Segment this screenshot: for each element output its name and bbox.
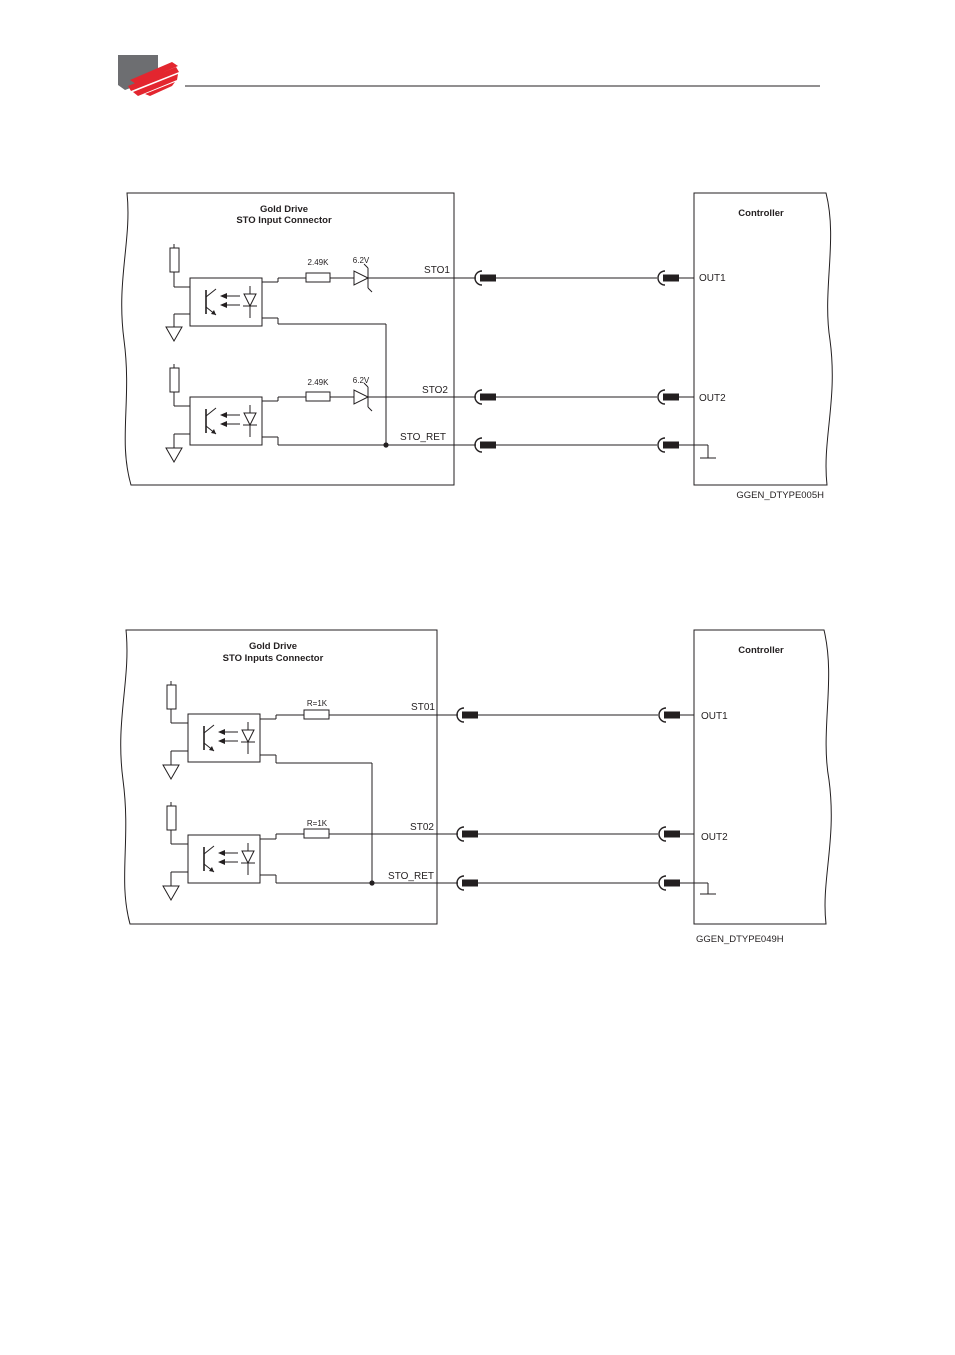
connector-icon: [658, 438, 679, 452]
diagram-2: Gold Drive STO Inputs Connector Controll…: [121, 630, 832, 945]
figure-id-2: GGEN_DTYPE049H: [696, 934, 784, 945]
resistor-icon: [306, 273, 330, 282]
optocoupler-icon: [188, 714, 260, 762]
connector-icon: [457, 827, 478, 841]
signal-st01-label: ST01: [411, 702, 435, 713]
drive-title-1: Gold Drive: [260, 204, 308, 215]
optocoupler-icon: [190, 397, 262, 445]
resistor-label-2: 2.49K: [308, 378, 330, 387]
connector-icon: [659, 827, 680, 841]
connector-icon: [658, 390, 679, 404]
figure-id-1: GGEN_DTYPE005H: [736, 490, 824, 501]
output-out1-label-2: OUT1: [701, 711, 728, 722]
ground-icon: [166, 327, 182, 341]
drive-title-2: Gold Drive: [249, 641, 297, 652]
controller-title-1: Controller: [738, 208, 784, 219]
junction-dot: [369, 880, 374, 885]
resistor-icon: [306, 392, 330, 401]
controller-title-2: Controller: [738, 645, 784, 656]
output-out1-label: OUT1: [699, 273, 726, 284]
connector-icon: [659, 876, 680, 890]
optocoupler-icon: [188, 835, 260, 883]
resistor-icon: [304, 710, 329, 719]
connector-icon: [659, 708, 680, 722]
signal-sto-ret-label-2: STO_RET: [388, 871, 434, 882]
signal-sto-ret-label: STO_RET: [400, 432, 446, 443]
connector-icon: [457, 708, 478, 722]
connector-icon: [658, 271, 679, 285]
optocoupler-icon: [190, 278, 262, 326]
company-logo: [118, 55, 179, 96]
connector-icon: [475, 390, 496, 404]
output-out2-label: OUT2: [699, 393, 726, 404]
controller-box-1: [694, 193, 832, 485]
diagram-1: Gold Drive STO Input Connector Controlle…: [122, 193, 833, 501]
drive-subtitle-2: STO Inputs Connector: [223, 653, 324, 664]
controller-box-2: [694, 630, 831, 924]
ground-icon: [166, 448, 182, 462]
zener-label-1: 6.2V: [353, 256, 370, 265]
connector-icon: [475, 438, 496, 452]
resistor-icon: [304, 829, 329, 838]
zener-label-2: 6.2V: [353, 376, 370, 385]
resistor-label-4: R=1K: [307, 819, 328, 828]
signal-sto2-label: STO2: [422, 385, 448, 396]
output-out2-label-2: OUT2: [701, 832, 728, 843]
drive-subtitle-1: STO Input Connector: [236, 215, 332, 226]
connector-icon: [457, 876, 478, 890]
resistor-label-1: 2.49K: [308, 258, 330, 267]
signal-sto1-label: STO1: [424, 265, 450, 276]
ground-icon: [163, 765, 179, 779]
signal-st02-label: ST02: [410, 822, 434, 833]
junction-dot: [383, 442, 388, 447]
connector-icon: [475, 271, 496, 285]
resistor-label-3: R=1K: [307, 699, 328, 708]
ground-icon: [163, 886, 179, 900]
